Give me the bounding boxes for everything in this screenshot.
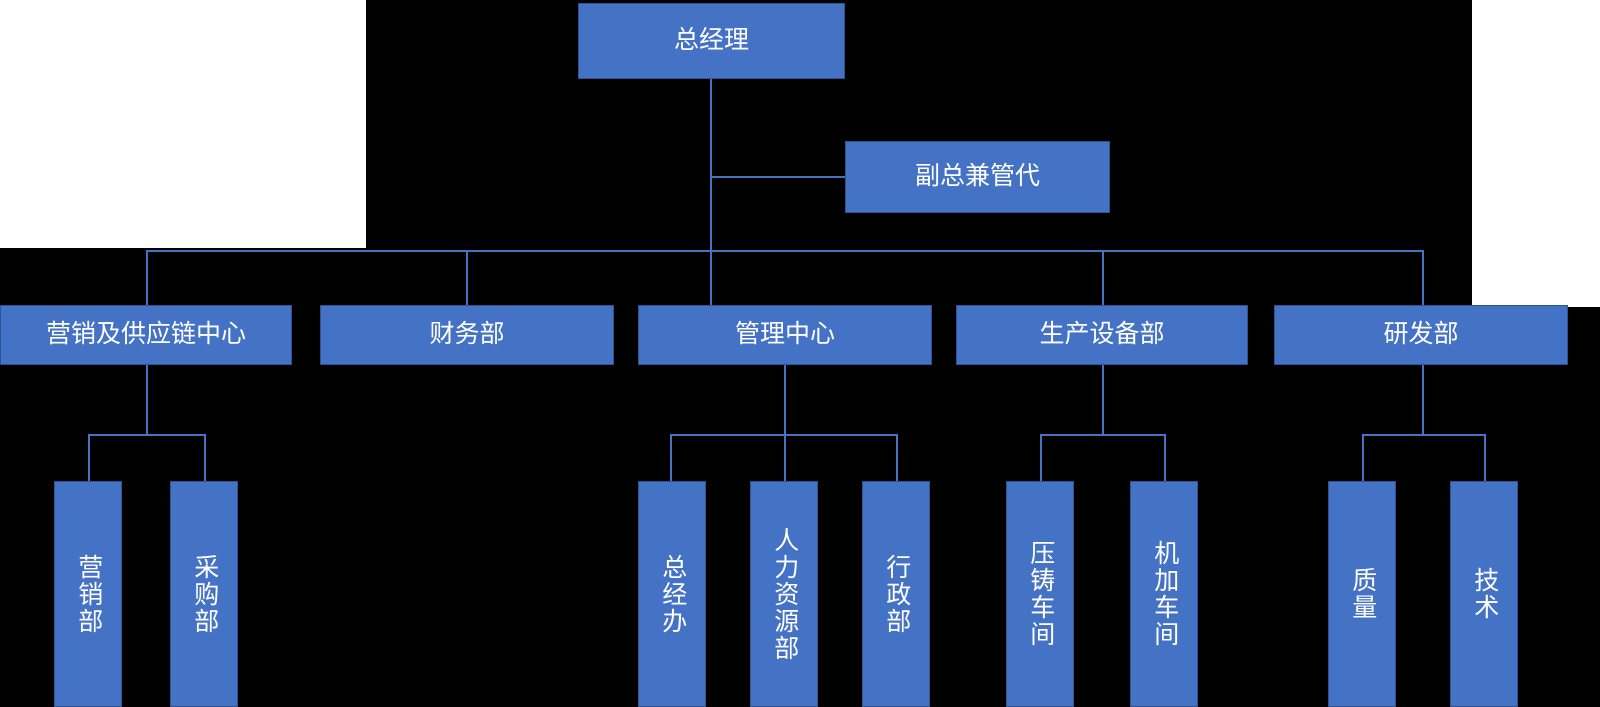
node-label-finance-department: 财务部 [429, 320, 505, 349]
node-label-rnd-department: 研发部 [1383, 320, 1459, 349]
node-label-production-equipment-department: 生产设备部 [1039, 320, 1165, 349]
node-label-quality: 质量 [1348, 567, 1377, 621]
connector-drop-rnd [1422, 250, 1424, 306]
connector-stem-management-center [784, 365, 786, 435]
connector-stem-rnd [1422, 365, 1424, 435]
connector-drop-machining [1164, 434, 1166, 482]
node-label-procurement-department: 采购部 [190, 553, 219, 635]
node-label-marketing-supply-chain-center: 营销及供应链中心 [45, 320, 246, 349]
connector-drop-marketing-center [146, 250, 148, 306]
node-label-technology: 技术 [1470, 567, 1499, 621]
connector-drop-die-casting [1040, 434, 1042, 482]
node-label-die-casting-workshop: 压铸车间 [1026, 540, 1055, 648]
node-management-center[interactable]: 管理中心 [638, 305, 932, 365]
node-label-management-center: 管理中心 [734, 320, 835, 349]
node-procurement-department[interactable]: 采购部 [170, 481, 238, 707]
connector-gm-stem [710, 79, 712, 251]
backdrop-plate-band [0, 248, 1472, 307]
connector-bus-rnd [1362, 434, 1486, 436]
node-human-resources-department[interactable]: 人力资源部 [750, 481, 818, 707]
connector-drop-management-center [710, 250, 712, 306]
node-rnd-department[interactable]: 研发部 [1274, 305, 1568, 365]
node-marketing-supply-chain-center[interactable]: 营销及供应链中心 [0, 305, 292, 365]
connector-drop-quality [1362, 434, 1364, 482]
node-label-gm-office: 总经办 [658, 553, 687, 635]
node-gm-office[interactable]: 总经办 [638, 481, 706, 707]
node-vice-president[interactable]: 副总兼管代 [845, 141, 1110, 213]
node-label-vice-president: 副总兼管代 [914, 162, 1040, 191]
connector-drop-technology [1484, 434, 1486, 482]
connector-drop-production [1102, 250, 1104, 306]
connector-level3-bus [146, 250, 1422, 252]
node-label-administration-department: 行政部 [882, 553, 911, 635]
node-general-manager[interactable]: 总经理 [578, 3, 845, 79]
node-technology[interactable]: 技术 [1450, 481, 1518, 707]
node-administration-department[interactable]: 行政部 [862, 481, 930, 707]
connector-drop-hr-dept [784, 434, 786, 482]
connector-bus-production [1040, 434, 1166, 436]
node-marketing-department[interactable]: 营销部 [54, 481, 122, 707]
node-finance-department[interactable]: 财务部 [320, 305, 614, 365]
connector-gm-to-vp [710, 176, 846, 178]
connector-drop-marketing-dept [88, 434, 90, 482]
node-label-general-manager: 总经理 [673, 26, 749, 55]
connector-bus-marketing-center [88, 434, 206, 436]
connector-drop-finance [466, 250, 468, 306]
connector-drop-gm-office [670, 434, 672, 482]
node-label-machining-workshop: 机加车间 [1150, 540, 1179, 648]
connector-drop-admin-dept [896, 434, 898, 482]
node-label-marketing-department: 营销部 [74, 553, 103, 635]
node-label-human-resources-department: 人力资源部 [770, 526, 799, 662]
connector-stem-marketing-center [146, 365, 148, 435]
node-machining-workshop[interactable]: 机加车间 [1130, 481, 1198, 707]
connector-stem-production [1102, 365, 1104, 435]
node-production-equipment-department[interactable]: 生产设备部 [956, 305, 1248, 365]
node-quality[interactable]: 质量 [1328, 481, 1396, 707]
connector-drop-procurement-dept [204, 434, 206, 482]
node-die-casting-workshop[interactable]: 压铸车间 [1006, 481, 1074, 707]
